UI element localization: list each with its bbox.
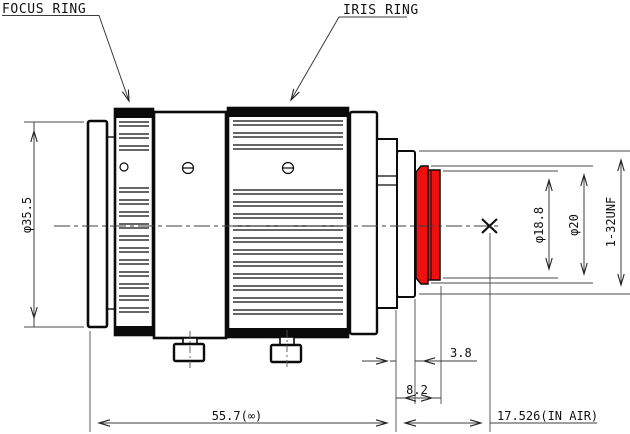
thumb-screw-b-head <box>269 343 303 364</box>
iris-ring-top-band <box>229 109 347 117</box>
focus-ring-outline <box>113 107 155 337</box>
dim-front-text: φ35.5 <box>20 197 34 233</box>
dim-d188-ext <box>443 170 558 279</box>
dim-thread-text: 1-32UNF <box>604 197 618 248</box>
dim-lengths: 55.7(∞) 17.526(IN AIR) <box>97 409 598 427</box>
dim-d188-text: φ18.8 <box>532 207 546 243</box>
dim-17526-text: 17.526(IN AIR) <box>497 409 598 423</box>
iris-ring-leader <box>290 16 407 102</box>
focus-ring-label: FOCUS RING <box>2 2 86 17</box>
dim-rear-diameters: φ18.8 φ20 1-32UNF <box>419 150 630 295</box>
focus-ring-leader <box>2 15 130 103</box>
iris-ring-bottom-band <box>229 328 347 336</box>
image-plane-x-mark <box>481 218 498 234</box>
mount-red-ring-2 <box>427 169 441 281</box>
dim-thread-ext <box>419 150 630 295</box>
iris-ring-label: IRIS RING <box>343 3 419 18</box>
focus-ring-set-screw <box>119 162 129 172</box>
dim-82-text: 8.2 <box>406 383 428 397</box>
bottom-extension-lines <box>89 233 491 432</box>
focus-ring-bottom-band <box>116 326 152 334</box>
thumb-screws <box>172 330 303 370</box>
front-flange <box>86 119 109 329</box>
middle-barrel-outline <box>152 110 228 340</box>
thumb-screw-a-head <box>172 342 206 363</box>
focus-ring-knurl-ribs <box>119 121 149 313</box>
lens-body <box>54 106 499 370</box>
mount-thread-section <box>396 150 416 298</box>
rear-mount <box>348 110 441 336</box>
dim-rear-protrusion: 8.2 <box>396 383 441 402</box>
middle-barrel <box>152 110 228 340</box>
mount-flange-grooves <box>378 175 396 186</box>
leader-labels: FOCUS RING IRIS RING <box>2 2 419 103</box>
iris-ring-outline <box>226 106 350 339</box>
dim-d20-ext <box>431 165 593 284</box>
focus-ring-top-band <box>116 110 152 118</box>
dim-38-text: 3.8 <box>450 346 472 360</box>
dim-557-text: 55.7(∞) <box>212 409 263 423</box>
mount-flange-step <box>376 138 398 309</box>
dim-thread-standoff: 3.8 <box>362 346 477 365</box>
x-mark-icon <box>481 218 498 234</box>
mount-red-ring-1 <box>415 165 429 285</box>
dim-d20-text: φ20 <box>567 214 581 236</box>
focus-ring <box>113 107 155 337</box>
iris-ring <box>226 106 350 339</box>
vertical-ext-lines <box>89 233 491 432</box>
dim-front-diameter: φ35.5 <box>20 121 84 328</box>
rear-barrel <box>348 110 379 336</box>
